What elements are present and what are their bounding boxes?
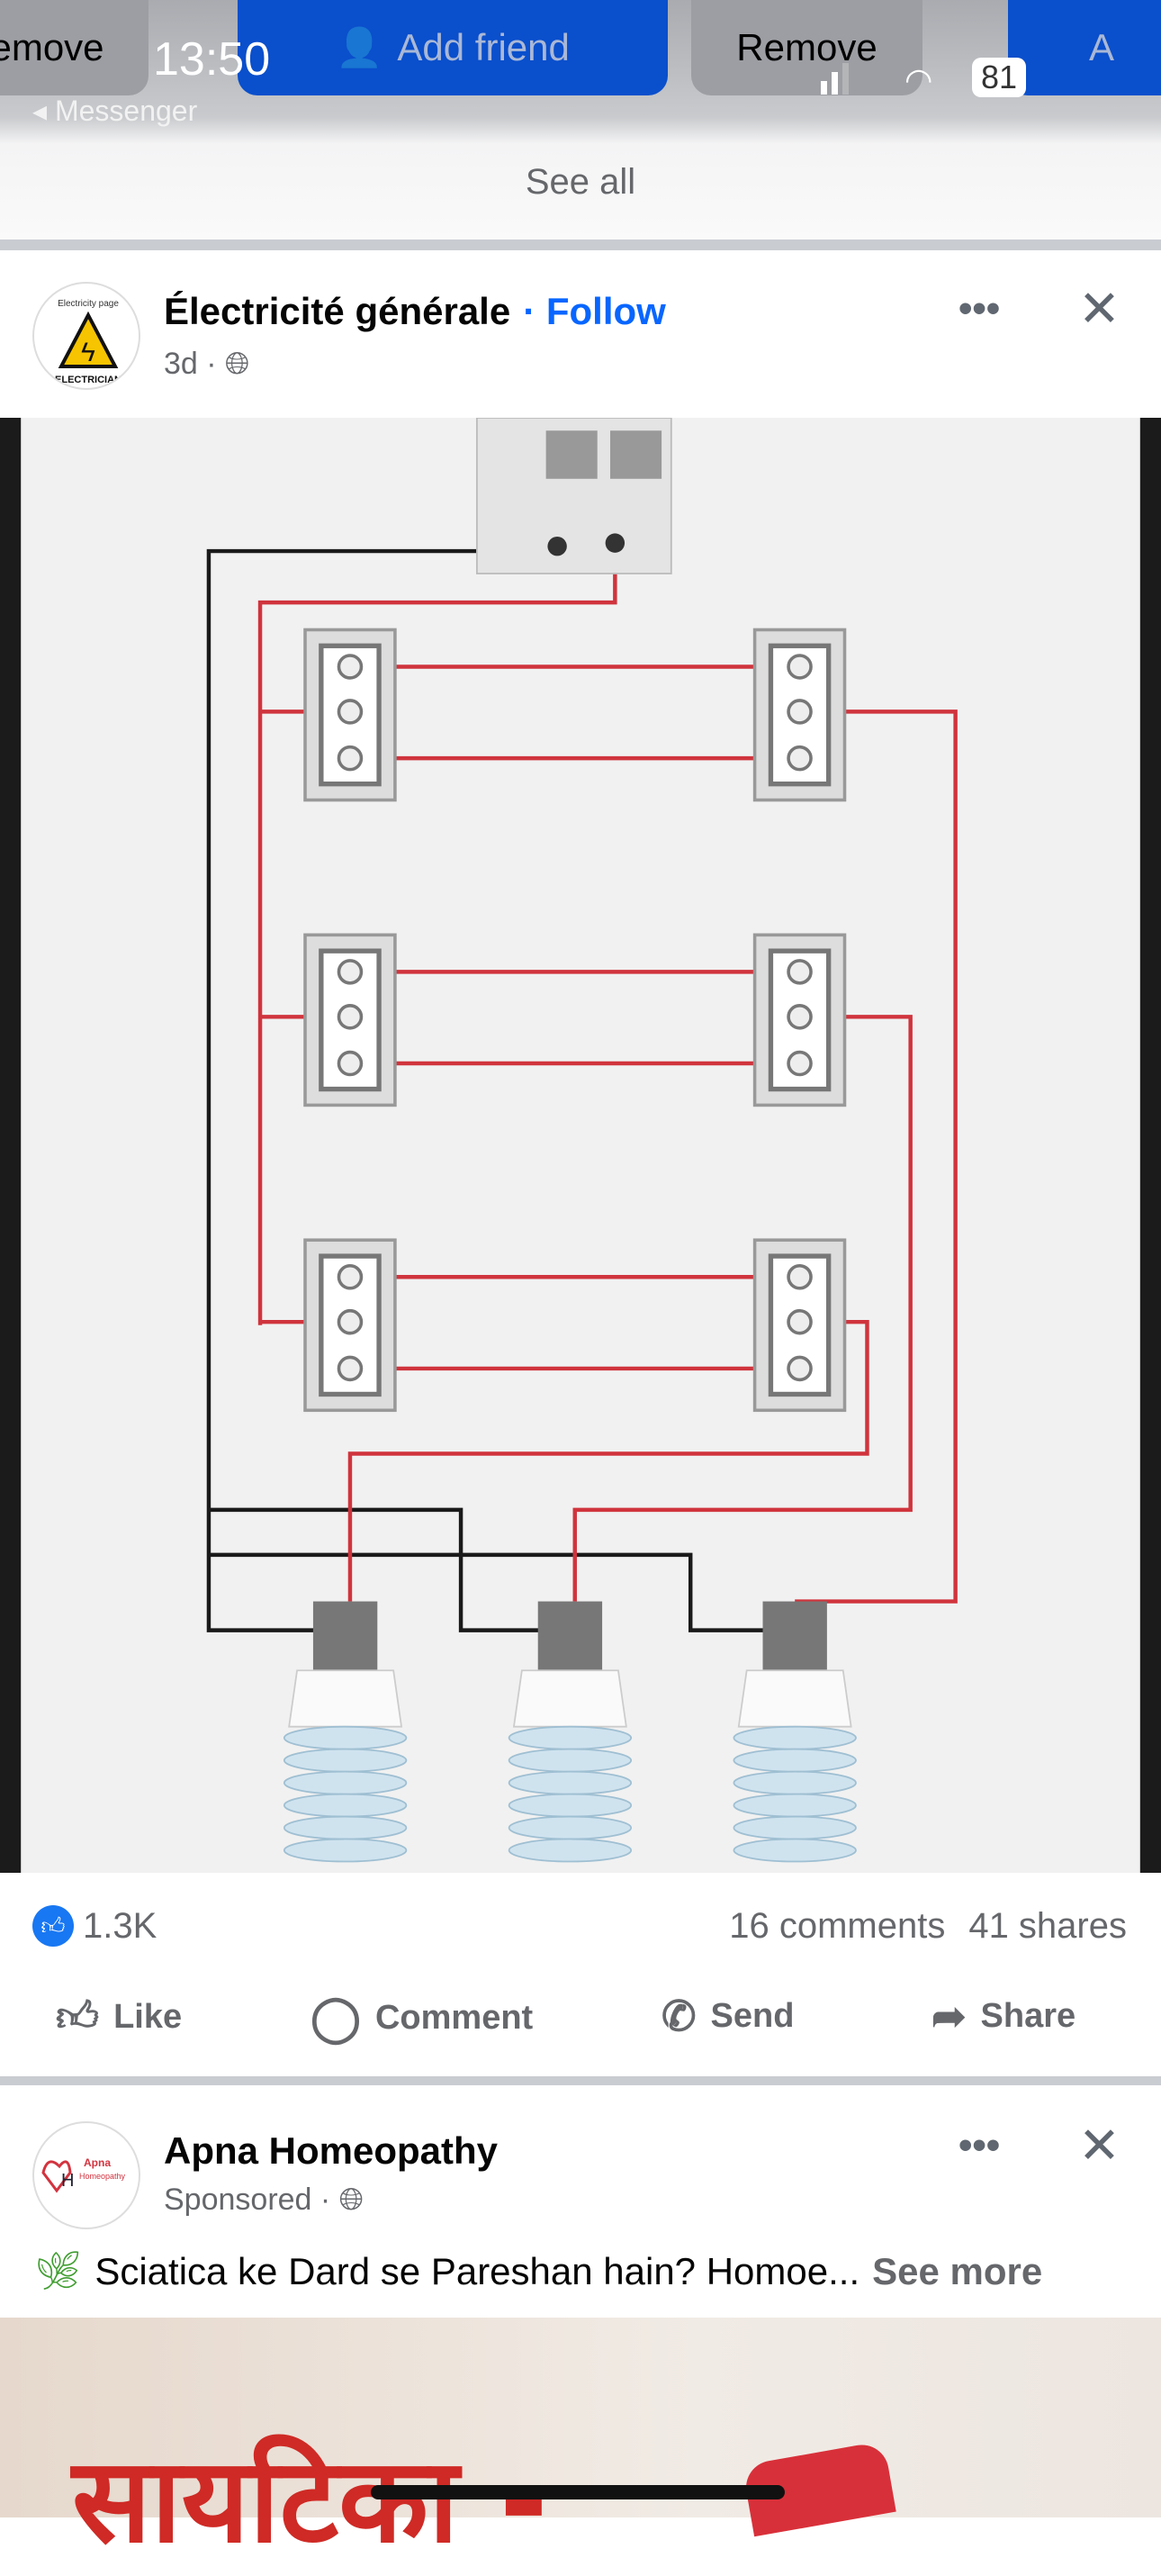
reaction-count: 1.3K bbox=[83, 1905, 158, 1946]
switch-block bbox=[752, 628, 847, 802]
add-friend-label: Add friend bbox=[397, 26, 570, 68]
switch-block bbox=[303, 933, 397, 1107]
battery-indicator: 81 bbox=[972, 58, 1026, 97]
caption-text: Sciatica ke Dard se Pareshan hain? Homoe… bbox=[94, 2249, 860, 2292]
page-name[interactable]: Électricité générale bbox=[164, 290, 511, 332]
add-friend-button[interactable]: 👤 Add friend bbox=[238, 0, 668, 95]
remove-label: Remove bbox=[736, 26, 878, 68]
globe-icon: 🌐︎ bbox=[338, 2183, 364, 2217]
follow-button[interactable]: · Follow bbox=[523, 290, 666, 332]
post-age: 3d bbox=[164, 347, 198, 381]
more-options-icon[interactable]: ••• bbox=[958, 2123, 1001, 2167]
wifi-icon: ◠ bbox=[904, 61, 933, 98]
friend-suggestions-strip: emove 👤 Add friend Remove A 13:50 ◂ Messe… bbox=[0, 0, 1161, 243]
whatsapp-icon: ✆ bbox=[662, 1993, 697, 2039]
add-person-icon: 👤 bbox=[336, 25, 383, 68]
share-button[interactable]: ➦ Share bbox=[932, 1992, 1076, 2040]
see-all-link[interactable]: See all bbox=[525, 162, 636, 202]
comment-label: Comment bbox=[374, 1998, 534, 2037]
switch-block bbox=[752, 1238, 847, 1413]
add-friend-label: A bbox=[1089, 26, 1115, 68]
remove-button[interactable]: Remove bbox=[691, 0, 922, 95]
svg-text:Electricity page: Electricity page bbox=[58, 299, 119, 309]
switch-block bbox=[752, 933, 847, 1107]
clock: 13:50 bbox=[153, 33, 271, 86]
like-button[interactable]: 👍︎ Like bbox=[56, 1992, 182, 2042]
svg-text:Apna: Apna bbox=[84, 2156, 111, 2169]
comment-bubble-icon: ◯ bbox=[310, 1993, 361, 2043]
globe-icon: 🌐︎ bbox=[225, 347, 250, 381]
share-label: Share bbox=[980, 1996, 1076, 2035]
close-icon[interactable]: ✕ bbox=[1078, 2117, 1120, 2174]
send-label: Send bbox=[710, 1996, 795, 2035]
divider bbox=[0, 240, 1161, 250]
switch-block bbox=[303, 1238, 397, 1413]
share-arrow-icon: ➦ bbox=[932, 1993, 967, 2039]
back-app-label: Messenger bbox=[54, 95, 198, 127]
svg-text:ELECTRICIAN: ELECTRICIAN bbox=[55, 375, 122, 385]
add-friend-button[interactable]: A bbox=[1008, 0, 1161, 95]
svg-text:ϟ: ϟ bbox=[81, 338, 95, 367]
traveler-wires bbox=[349, 664, 800, 1371]
reactions-summary[interactable]: 👍︎ 1.3K bbox=[32, 1905, 157, 1947]
ad-meta: Sponsored · 🌐︎ bbox=[164, 2183, 364, 2217]
svg-text:Homeopathy: Homeopathy bbox=[79, 2172, 126, 2181]
circuit-breaker bbox=[476, 417, 672, 574]
remove-button[interactable]: emove bbox=[0, 0, 148, 95]
ad-image[interactable]: सायटिका - bbox=[0, 2318, 1161, 2569]
signal-icon bbox=[819, 54, 855, 95]
follow-label: Follow bbox=[545, 290, 666, 332]
thumbs-up-icon: 👍︎ bbox=[56, 1993, 100, 2039]
leaf-icon: 🌿︎ bbox=[34, 2249, 83, 2291]
home-indicator[interactable] bbox=[371, 2485, 785, 2499]
comments-count[interactable]: 16 comments bbox=[729, 1906, 946, 1946]
send-button[interactable]: ✆ Send bbox=[662, 1992, 794, 2040]
like-label: Like bbox=[113, 1997, 183, 2036]
back-to-messenger[interactable]: ◂ Messenger bbox=[32, 95, 198, 127]
advertiser-name[interactable]: Apna Homeopathy bbox=[164, 2129, 499, 2172]
ad-caption: 🌿︎ Sciatica ke Dard se Pareshan hain? Ho… bbox=[34, 2249, 1042, 2293]
switch-block bbox=[303, 628, 397, 802]
sponsored-label: Sponsored bbox=[164, 2183, 312, 2217]
like-reaction-icon: 👍︎ bbox=[32, 1905, 74, 1947]
divider bbox=[0, 2076, 1161, 2085]
cfl-bulb bbox=[733, 1601, 857, 1863]
svg-text:H: H bbox=[61, 2171, 74, 2191]
neutral-wire bbox=[206, 548, 796, 1632]
shares-count[interactable]: 41 shares bbox=[968, 1906, 1127, 1946]
more-options-icon[interactable]: ••• bbox=[958, 286, 1001, 330]
cfl-bulb bbox=[508, 1601, 633, 1863]
see-more-link[interactable]: See more bbox=[872, 2249, 1043, 2292]
remove-label: emove bbox=[0, 26, 104, 68]
post-image-wiring-diagram[interactable] bbox=[0, 417, 1161, 1873]
close-icon[interactable]: ✕ bbox=[1078, 280, 1120, 337]
comment-button[interactable]: ◯ Comment bbox=[310, 1992, 533, 2044]
cfl-bulb bbox=[283, 1601, 408, 1863]
post-meta: 3d · 🌐︎ bbox=[164, 347, 250, 381]
